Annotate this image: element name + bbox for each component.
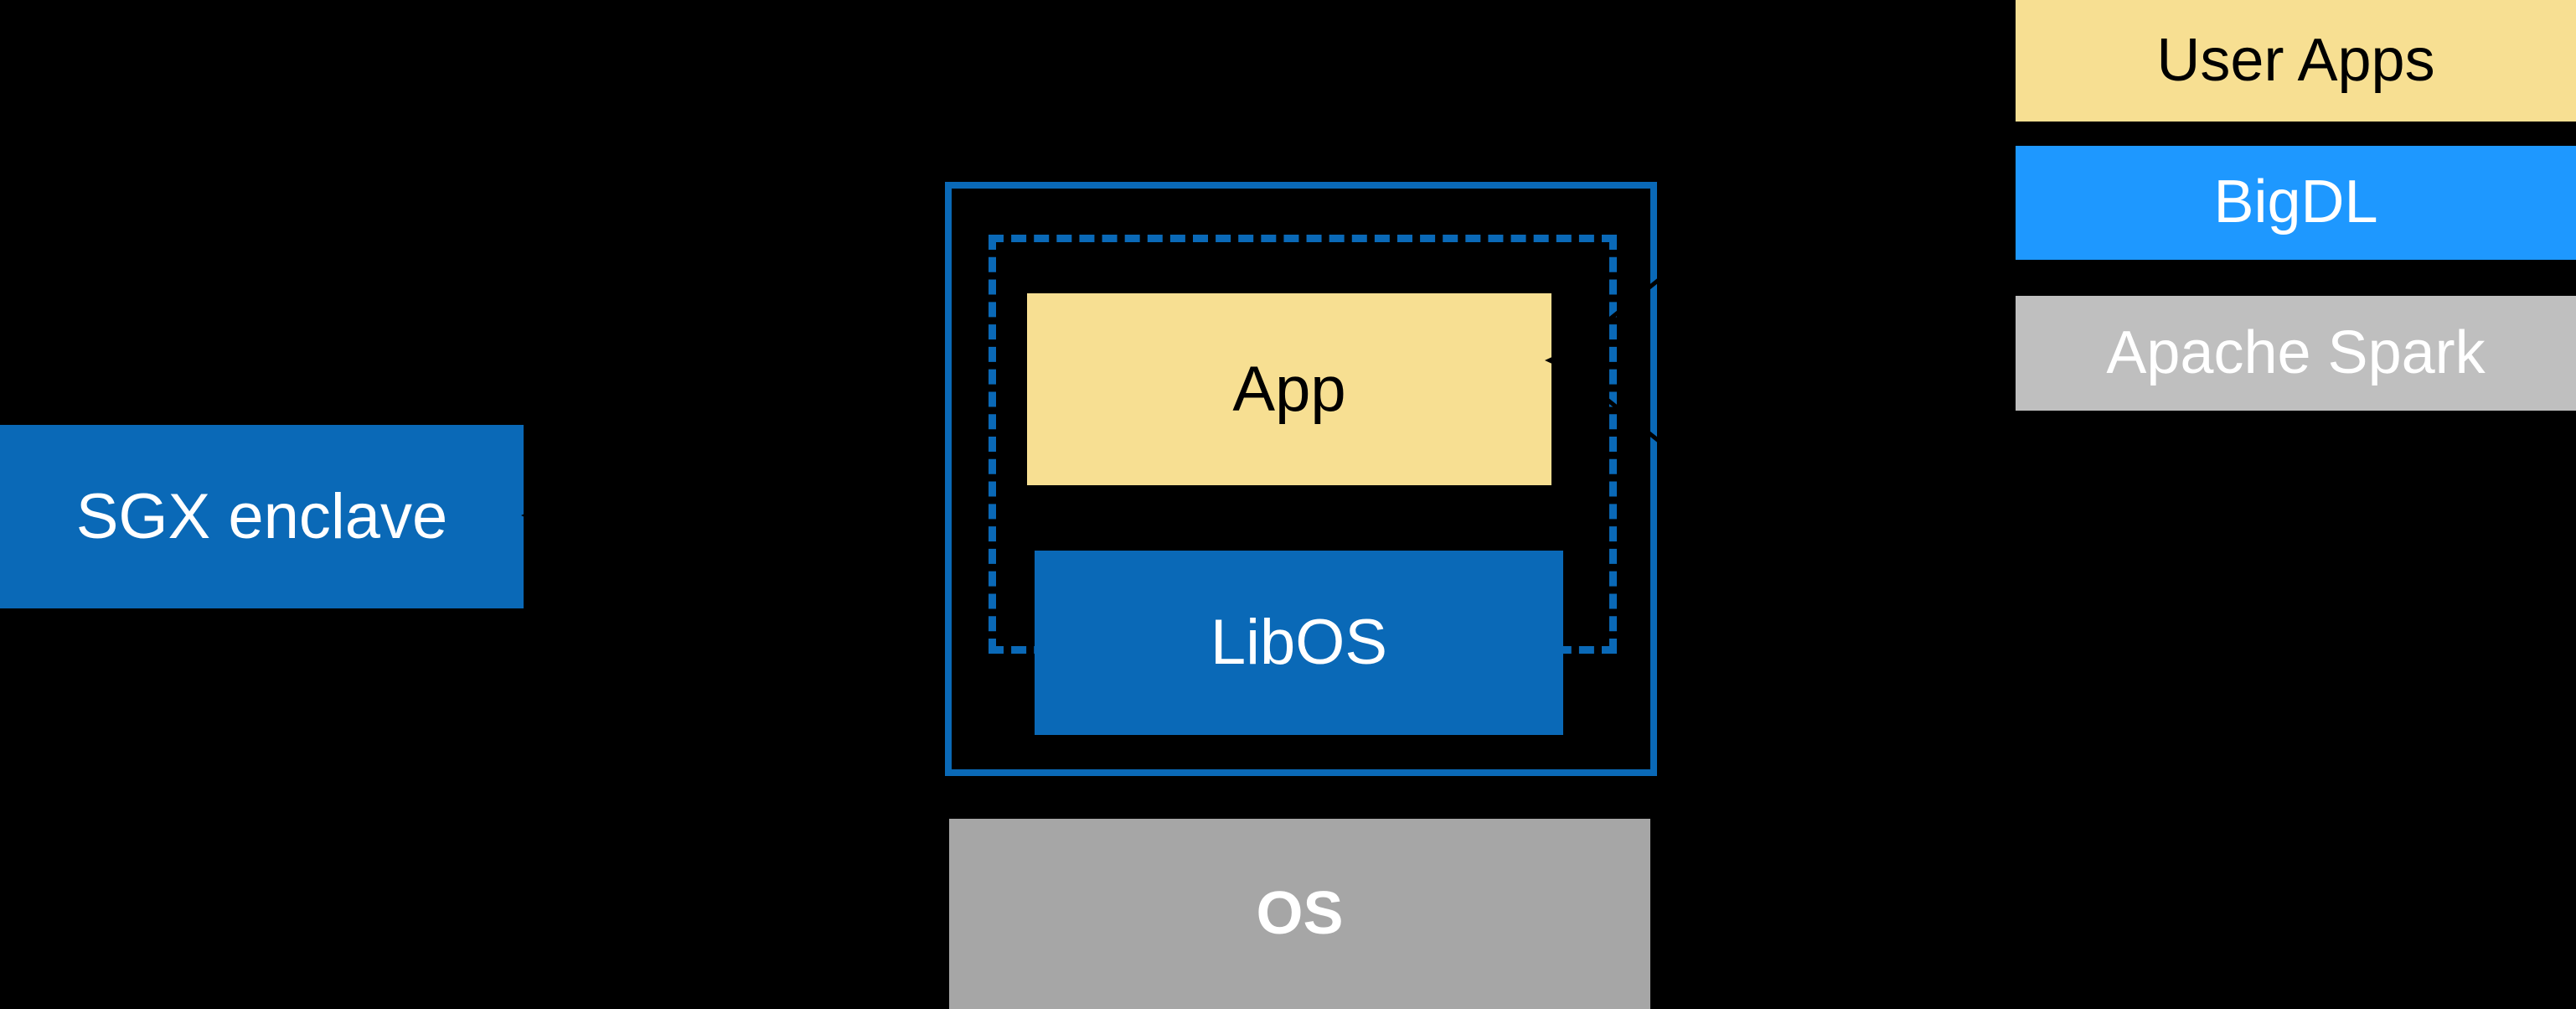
apache-spark-label: Apache Spark — [2106, 318, 2486, 386]
os-box[interactable]: OS — [949, 819, 1650, 1009]
sgx-to-enclave-connector-arrow — [521, 505, 1023, 525]
bigdl-label: BigDL — [2213, 168, 2378, 236]
os-label: OS — [1256, 879, 1344, 947]
sgx-enclave-box[interactable]: SGX enclave — [0, 425, 524, 608]
libos-box[interactable]: LibOS — [1035, 551, 1563, 735]
app-box[interactable]: App — [1027, 293, 1551, 485]
apache-spark-box[interactable]: Apache Spark — [2016, 296, 2576, 411]
app-label: App — [1232, 353, 1346, 425]
user-apps-box[interactable]: User Apps — [2016, 0, 2576, 122]
libos-label: LibOS — [1210, 607, 1388, 679]
sgx-enclave-boundary-outline — [945, 182, 1657, 776]
bigdl-box[interactable]: BigDL — [2016, 146, 2576, 260]
user-apps-label: User Apps — [2156, 26, 2435, 94]
sgx-enclave-label: SGX enclave — [75, 480, 448, 552]
